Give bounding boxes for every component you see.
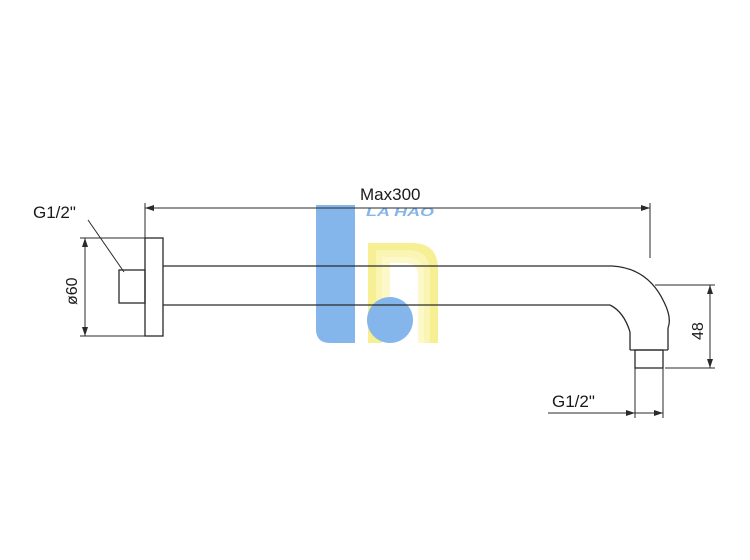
wall-thread-leader-line	[87, 219, 125, 273]
shower-arm	[118, 237, 670, 369]
flange-diameter-label: ø60	[64, 277, 81, 305]
arrow-diameter-bottom	[82, 327, 88, 336]
watermark-text: LA HAO	[366, 205, 435, 219]
outlet-thread-label: G1/2"	[552, 392, 595, 411]
wall-thread-connector	[118, 269, 146, 304]
arrow-outlet-left	[626, 410, 635, 416]
max-length-label: Max300	[360, 185, 420, 204]
arrow-outlet-right	[654, 410, 663, 416]
watermark-blue-dot	[367, 297, 413, 343]
watermark-logo: LA HAO	[316, 205, 438, 343]
wall-flange	[144, 237, 164, 337]
dimension-outlet-thread: G1/2"	[548, 368, 664, 418]
wall-thread-label: G1/2"	[33, 203, 76, 222]
elbow-inner	[609, 304, 631, 333]
dimension-drop-height: 48	[655, 284, 715, 369]
leader-wall-thread: G1/2"	[33, 203, 125, 273]
arrow-right	[641, 205, 650, 211]
watermark-yellow-arch-inner	[376, 250, 430, 343]
arrow-diameter-top	[82, 238, 88, 247]
arrow-drop-top	[707, 285, 713, 294]
drop-height-label: 48	[690, 322, 707, 340]
arrow-drop-bottom	[707, 359, 713, 368]
dimension-flange-diameter: ø60	[64, 237, 145, 337]
dimension-max-length: Max300	[144, 185, 651, 258]
elbow-outer	[611, 265, 670, 329]
watermark-blue-bar	[316, 205, 355, 343]
arrow-left	[145, 205, 154, 211]
outlet-thread	[634, 349, 664, 369]
